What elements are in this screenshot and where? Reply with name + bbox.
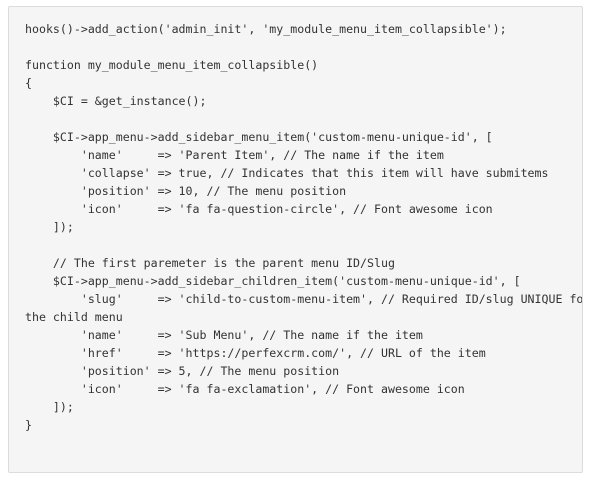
code-line: 'icon' => 'fa fa-exclamation', // Font a… xyxy=(25,382,465,396)
code-line: ]); xyxy=(25,400,74,414)
code-line xyxy=(25,236,582,254)
code-block: hooks()->add_action('admin_init', 'my_mo… xyxy=(8,6,583,473)
code-line: 'position' => 5, // The menu position xyxy=(25,364,340,378)
code-line: ]); xyxy=(25,220,74,234)
code-line: hooks()->add_action('admin_init', 'my_mo… xyxy=(25,22,507,36)
code-line xyxy=(25,38,582,56)
code-line: // The first paremeter is the parent men… xyxy=(25,256,395,270)
code-line: $CI = &get_instance(); xyxy=(25,94,207,108)
code-line xyxy=(25,110,582,128)
code-line: } xyxy=(25,418,32,432)
code-line: $CI->app_menu->add_sidebar_children_item… xyxy=(25,274,521,288)
code-line: 'name' => 'Parent Item', // The name if … xyxy=(25,148,444,162)
code-line: 'slug' => 'child-to-custom-menu-item', /… xyxy=(25,292,583,306)
code-line: the child menu xyxy=(25,310,123,324)
code-line: function my_module_menu_item_collapsible… xyxy=(25,58,319,72)
code-line: $CI->app_menu->add_sidebar_menu_item('cu… xyxy=(25,130,493,144)
code-line: { xyxy=(25,76,32,90)
code-line: 'icon' => 'fa fa-question-circle', // Fo… xyxy=(25,202,493,216)
code-line: 'name' => 'Sub Menu', // The name if the… xyxy=(25,328,423,342)
code-line: 'position' => 10, // The menu position xyxy=(25,184,347,198)
code-line: 'href' => 'https://perfexcrm.com/', // U… xyxy=(25,346,486,360)
code-line: 'collapse' => true, // Indicates that th… xyxy=(25,166,549,180)
